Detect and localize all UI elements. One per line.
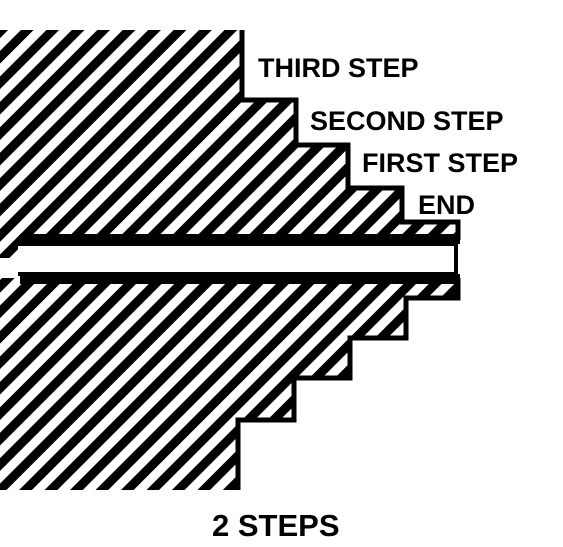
lower-joint-band — [20, 274, 460, 284]
second-step-label: SECOND STEP — [310, 106, 504, 136]
center-gap — [18, 242, 458, 276]
upper-joint-band — [20, 234, 460, 244]
first-step-label: FIRST STEP — [362, 148, 518, 178]
third-step-label: THIRD STEP — [258, 53, 419, 83]
diagram-caption: 2 STEPS — [212, 508, 340, 543]
end-label: END — [418, 190, 475, 220]
